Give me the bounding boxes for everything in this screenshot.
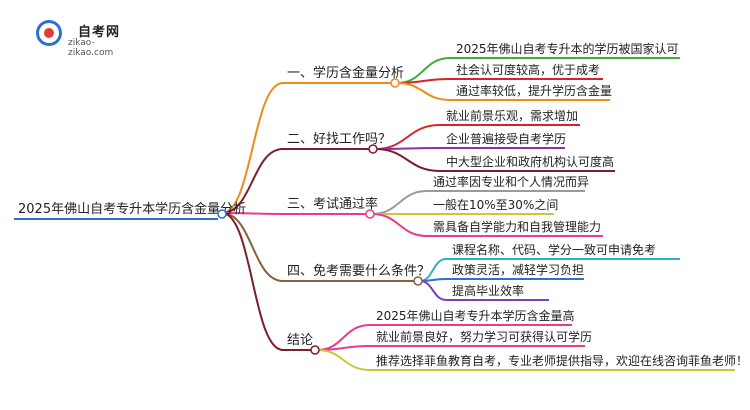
leaf-label: 中大型企业和政府机构认可度高 [446,154,614,169]
site-logo[interactable]: 自考网 zikao-zikao.com [36,20,136,58]
root-node-dot [217,209,227,219]
branch-node-dot [390,78,400,88]
leaf-connector [374,148,441,172]
leaf-label: 社会认可度较高，优于成考 [456,62,600,77]
branch-label: 二、好找工作吗？ [287,132,391,147]
leaf-connector [316,349,371,371]
leaf-label: 2025年佛山自考专升本的学历被国家认可 [456,41,679,56]
leaf-label: 就业前景乐观，需求增加 [446,108,578,123]
leaf-label: 就业前景良好，努力学习可获得认可学历 [376,329,592,344]
leaf-connector [371,213,428,237]
leaf-label: 提高毕业效率 [452,283,524,298]
leaf-label: 通过率因专业和个人情况而异 [433,174,589,189]
logo-url: zikao-zikao.com [68,38,114,58]
leaf-connector [419,280,447,301]
logo-emblem-icon [36,20,62,46]
root-branch-connector [221,212,284,215]
branch-node-dot [365,209,375,219]
leaf-label: 企业普遍接受自考学历 [446,131,566,146]
logo-title: 自考网 [78,25,121,40]
leaf-connector [396,82,451,101]
leaf-label: 推荐选择菲鱼教育自考，专业老师提供指导，欢迎在线咨询菲鱼老师！ [376,353,748,368]
branch-label: 四、免考需要什么条件？ [287,263,430,279]
branch-label: 三、考试通过率 [287,196,378,212]
branch-node-dot [310,345,320,355]
root-branch-connector [221,212,284,282]
leaf-connector [371,190,428,215]
branch-node-dot [368,144,378,154]
root-branch-connector [221,212,284,351]
branch-label: 一、学历含金量分析 [287,65,404,81]
leaf-connector [396,78,451,84]
leaf-connector [316,345,371,351]
root-branch-connector [221,82,284,214]
branch-node-dot [413,276,423,286]
leaf-label: 通过率较低，提升学历含金量 [456,83,612,98]
leaf-label: 一般在10%至30%之间 [433,197,558,212]
leaf-label: 课程名称、代码、学分一致可申请免考 [452,242,656,257]
leaf-label: 需具备自学能力和自我管理能力 [433,219,601,234]
leaf-label: 2025年佛山自考专升本学历含金量高 [376,308,575,323]
root-branch-connector [221,148,284,214]
root-topic-label: 2025年佛山自考专升本学历含金量分析 [18,201,246,217]
leaf-label: 政策灵活，减轻学习负担 [452,262,584,277]
branch-label: 结论 [287,333,313,348]
